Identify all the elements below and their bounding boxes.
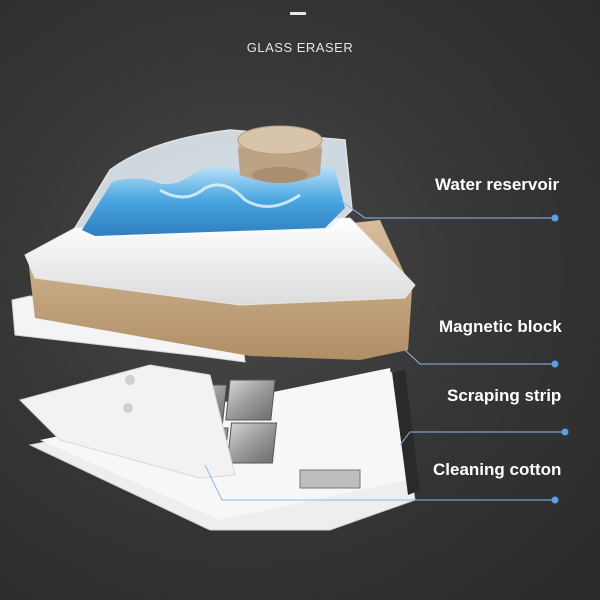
label-cleaning-cotton: Cleaning cotton (433, 460, 562, 479)
product-title: GLASS ERASER (246, 40, 354, 55)
label-scraping-strip: Scraping strip (447, 386, 562, 405)
label-water-reservoir: Water reservoir (435, 175, 560, 194)
callout-dots (551, 214, 569, 504)
scraping-strip (392, 370, 420, 495)
cleaning-cotton-pad (19, 364, 236, 479)
lower-unit (19, 364, 420, 531)
label-magnetic-block: Magnetic block (439, 317, 562, 336)
upper-unit (11, 125, 416, 363)
callout-lines (204, 199, 565, 501)
top-accent-bar (290, 12, 306, 15)
